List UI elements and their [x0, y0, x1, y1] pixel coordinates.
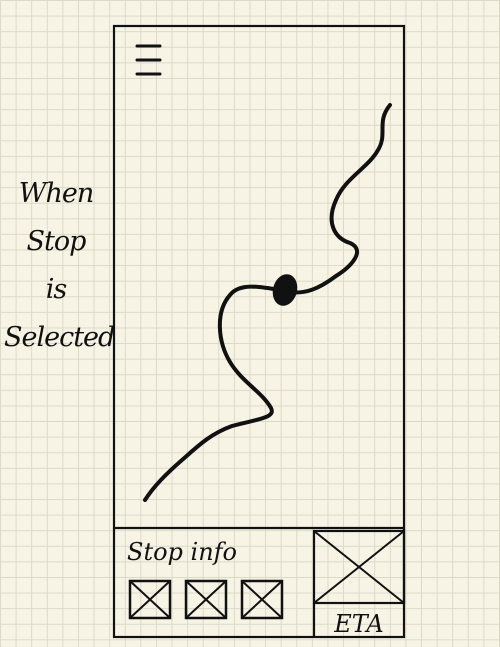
stop-thumbnail-1[interactable] [128, 579, 172, 620]
selected-stop-marker[interactable] [269, 271, 300, 308]
eta-image-placeholder [312, 529, 406, 605]
route-line [143, 103, 392, 502]
stop-thumbnail-2[interactable] [184, 579, 228, 620]
eta-label: ETA [333, 610, 384, 638]
hamburger-menu-icon[interactable] [135, 44, 162, 76]
annotation-line: is [45, 274, 68, 305]
phone-frame [112, 24, 406, 639]
stop-info-label: Stop info [127, 538, 237, 566]
annotation-line: Stop [26, 226, 87, 257]
annotation-when-stop-is-selected: When Stop is Selected [4, 170, 115, 362]
annotation-line: Selected [4, 322, 115, 353]
stop-thumbnail-3[interactable] [240, 579, 284, 620]
annotation-line: When [18, 178, 95, 209]
